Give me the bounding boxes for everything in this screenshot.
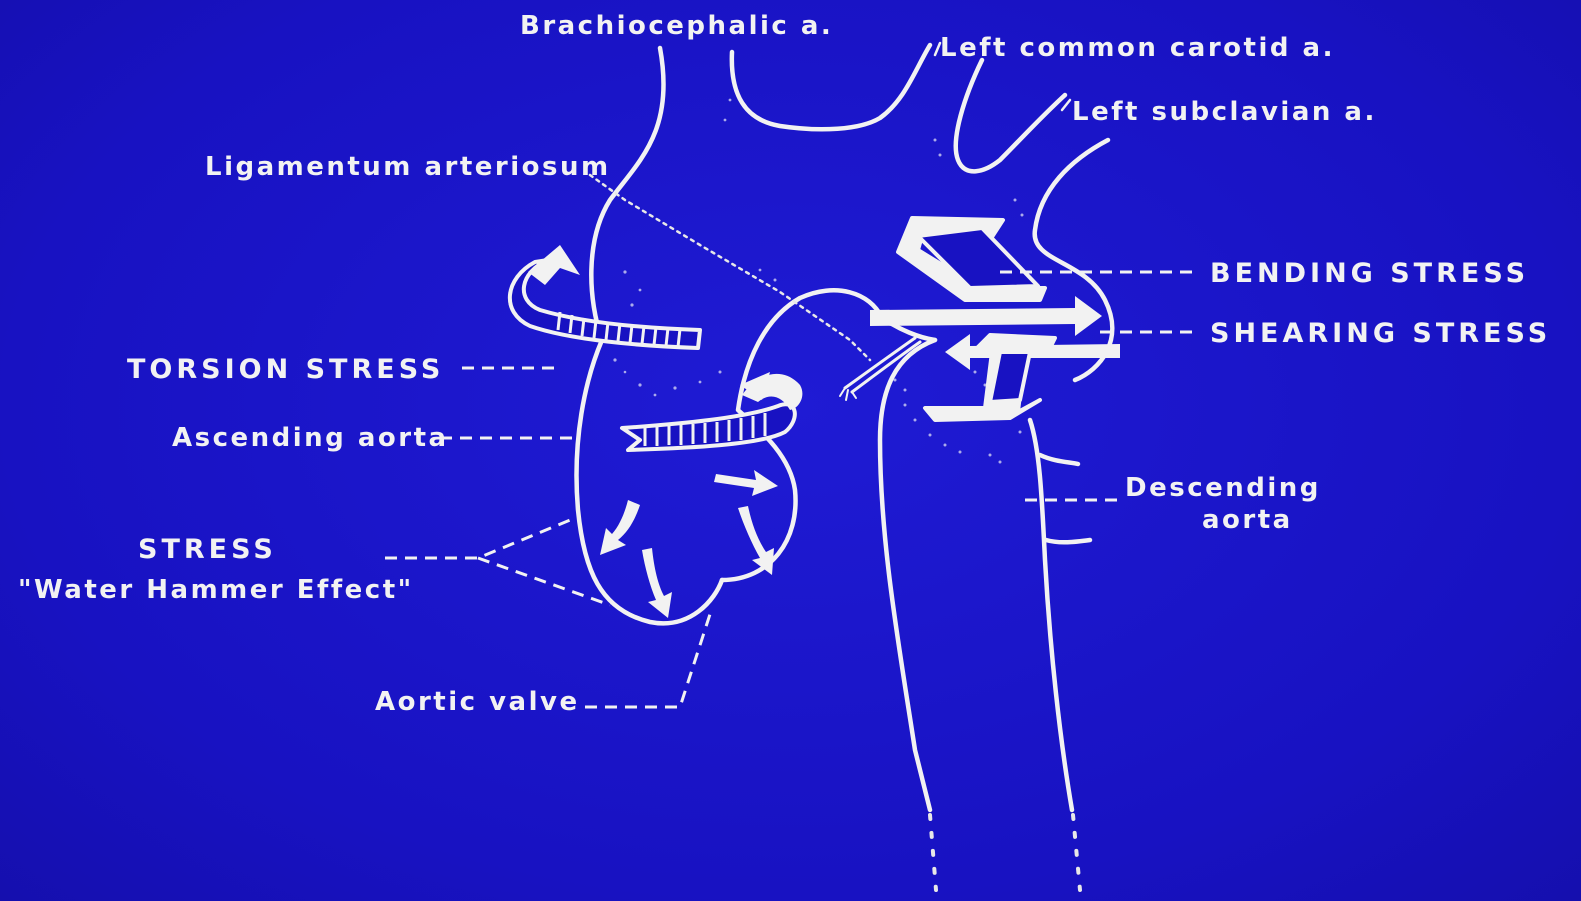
label-descending-line1: Descending	[1125, 473, 1321, 503]
label-water-hammer-effect: "Water Hammer Effect"	[18, 575, 414, 605]
label-bending-stress: BENDING STRESS	[1210, 258, 1529, 289]
left-common-carotid-wall	[956, 60, 1065, 171]
label-descending-line2: aorta	[1202, 505, 1293, 535]
label-brachiocephalic: Brachiocephalic a.	[520, 11, 833, 41]
brachiocephalic-right-wall	[732, 45, 930, 129]
label-torsion-stress: TORSION STRESS	[127, 354, 444, 385]
descending-aorta-right-wall	[1030, 420, 1072, 810]
water-hammer-arrows	[600, 470, 778, 618]
leader-lines	[385, 43, 1200, 707]
torsion-arrow-upper	[510, 245, 700, 348]
label-ascending-aorta: Ascending aorta	[172, 423, 449, 453]
label-ligamentum-arteriosum: Ligamentum arteriosum	[205, 152, 611, 182]
bending-stress-arrow	[898, 218, 1045, 300]
label-aortic-valve: Aortic valve	[375, 687, 580, 717]
label-left-common-carotid: Left common carotid a.	[940, 33, 1335, 63]
intercostal-branch-upper	[1040, 455, 1078, 464]
label-stress: STRESS	[138, 534, 277, 565]
torsion-arrow-lower	[622, 372, 802, 450]
label-left-subclavian: Left subclavian a.	[1072, 97, 1377, 127]
aorta-outline	[577, 45, 1113, 890]
label-shearing-stress: SHEARING STRESS	[1210, 318, 1551, 349]
intercostal-branch-lower	[1046, 540, 1090, 542]
ligamentum-arteriosum	[840, 338, 920, 400]
